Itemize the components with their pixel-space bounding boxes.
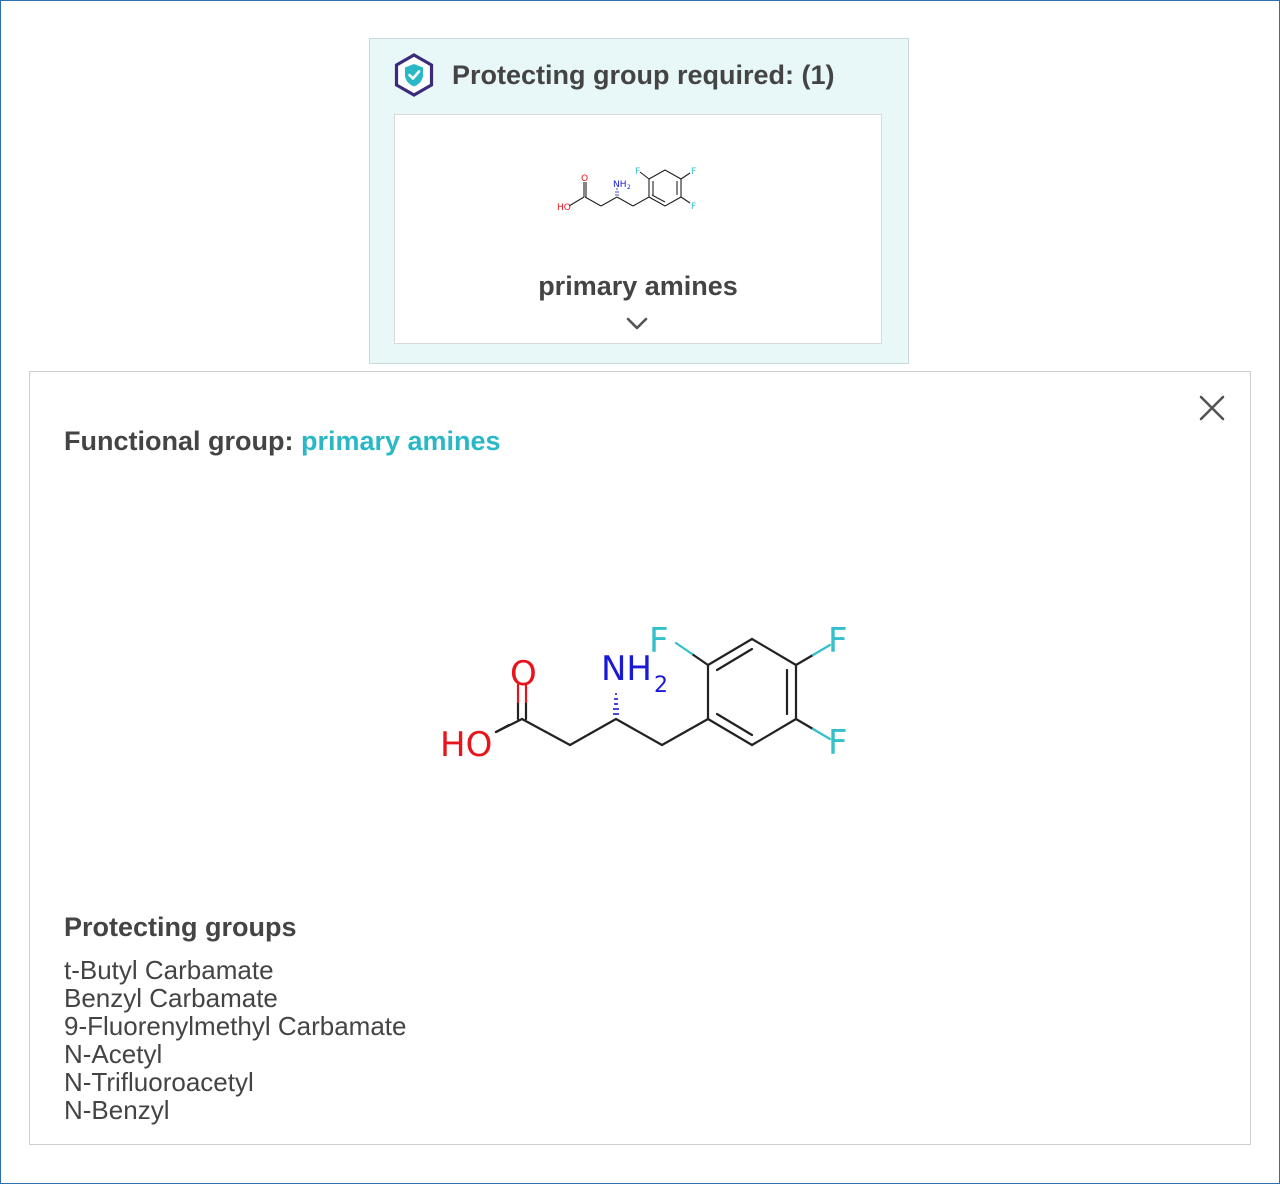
protecting-group-item: N-Benzyl (64, 1095, 170, 1125)
functional-group-name: primary amines (300, 426, 501, 456)
fluorine-label: F (828, 723, 848, 763)
close-icon (1199, 395, 1225, 421)
protecting-group-item: N-Acetyl (64, 1039, 163, 1069)
protecting-group-item: t-Butyl Carbamate (64, 955, 274, 985)
chevron-down-icon[interactable] (625, 316, 649, 332)
amine-label: NH (601, 649, 652, 689)
functional-group-tile-label: primary amines (538, 271, 738, 301)
thumb-fluorine-label: F (691, 167, 696, 177)
thumb-oxygen-label: O (581, 174, 588, 184)
protecting-group-item: 9-Fluorenylmethyl Carbamate (64, 1011, 407, 1041)
thumb-fluorine-label: F (691, 202, 696, 212)
shield-check-hex-icon (394, 53, 434, 97)
functional-group-heading-prefix: Functional group: (64, 426, 301, 456)
thumb-hydroxyl-label: HO (557, 203, 571, 213)
fluorine-label: F (649, 621, 669, 661)
thumb-fluorine-label: F (635, 167, 640, 177)
molecule-thumbnail: O HO NH 2 F F F (557, 167, 696, 213)
protecting-group-card: Protecting group required: (1) (369, 38, 909, 364)
oxygen-label: O (510, 654, 537, 694)
hydroxyl-label: HO (440, 725, 492, 765)
thumb-amine-subscript: 2 (627, 184, 631, 191)
protecting-group-header: Protecting group required: (1) (392, 49, 835, 101)
thumb-amine-label: NH (613, 180, 627, 190)
protecting-groups-list: t-Butyl Carbamate Benzyl Carbamate 9-Flu… (64, 956, 406, 1124)
protecting-groups-title: Protecting groups (64, 912, 297, 942)
protecting-group-title: Protecting group required: (1) (452, 59, 835, 90)
protecting-group-item: Benzyl Carbamate (64, 983, 278, 1013)
protecting-group-item: N-Trifluoroacetyl (64, 1067, 254, 1097)
functional-group-heading: Functional group: primary amines (64, 426, 501, 457)
functional-group-detail-panel: Functional group: primary amines (29, 371, 1251, 1145)
fluorine-label: F (828, 621, 848, 661)
close-button[interactable] (1196, 392, 1228, 424)
molecule-structure: O HO NH 2 F F F (440, 621, 848, 765)
functional-group-tile[interactable]: O HO NH 2 F F F primary amines (394, 114, 882, 344)
amine-subscript: 2 (654, 673, 668, 698)
